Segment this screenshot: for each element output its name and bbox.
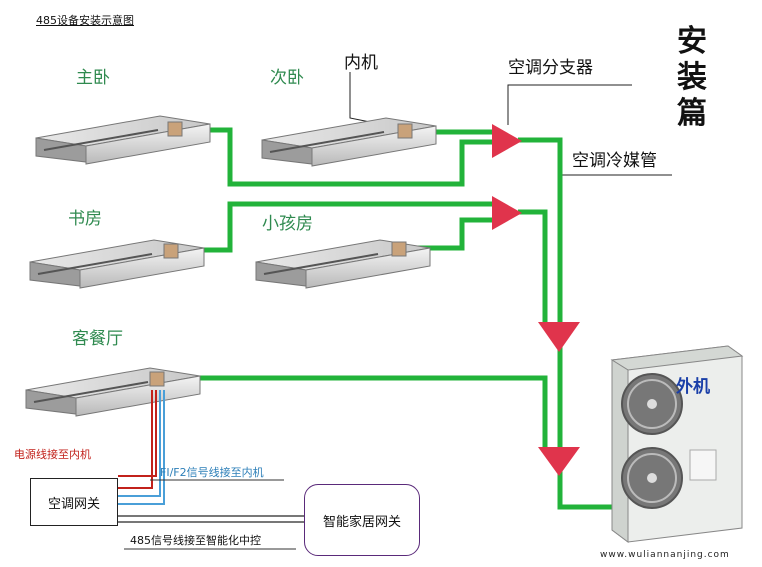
smart-home-gateway-label: 智能家居网关 — [322, 514, 401, 530]
ac-gateway-label: 空调网关 — [47, 496, 100, 512]
splitter-arrow — [538, 447, 580, 476]
indoor-unit-callout: 内机 — [344, 53, 378, 73]
pipe-to-outdoor — [557, 470, 615, 510]
indoor-unit-master — [35, 115, 211, 165]
indoor-unit-kids — [255, 239, 431, 289]
signal-wire-label: FI/F2信号线接至内机 — [160, 466, 264, 479]
side-title-char: 篇 — [677, 96, 707, 131]
indoor-unit-second — [261, 117, 437, 167]
splitter-leader-line — [507, 84, 632, 125]
room-label-kids: 小孩房 — [262, 214, 313, 234]
room-label-second: 次卧 — [270, 68, 304, 88]
pipe-study — [178, 201, 498, 253]
indoor-unit-living — [25, 367, 201, 417]
splitter-callout: 空调分支器 — [508, 58, 593, 78]
pipe-living — [178, 375, 548, 452]
indoor-unit-study — [29, 239, 205, 289]
rs485-wire-label: 485信号线接至智能化中控 — [130, 534, 261, 547]
refrigerant-leader-line — [561, 174, 672, 210]
signal-wire — [118, 390, 161, 497]
pipe-trunk-upper — [518, 137, 563, 328]
splitters — [492, 124, 580, 476]
side-title-char: 安 — [677, 24, 707, 59]
room-label-study: 书房 — [68, 209, 102, 229]
indoor-leader-line — [349, 72, 371, 123]
ac-gateway-box: 空调网关 — [30, 478, 118, 526]
room-label-living: 客餐厅 — [72, 329, 123, 349]
power-wire — [118, 390, 157, 477]
watermark-url: www.wuliannanjing.com — [600, 550, 730, 560]
diagram-title: 485设备安装示意图 — [36, 14, 134, 27]
power-wire-label: 电源线接至内机 — [14, 448, 91, 461]
wiring — [118, 390, 306, 523]
signal-wire — [118, 390, 165, 505]
side-title-char: 装 — [677, 60, 707, 95]
smart-home-gateway-box: 智能家居网关 — [304, 484, 420, 556]
outdoor-unit-label: 外机 — [676, 377, 710, 397]
pipe-master — [180, 127, 500, 187]
side-title: 安 装 篇 — [672, 24, 712, 132]
room-label-master: 主卧 — [76, 68, 110, 88]
pipe-trunk-lower — [518, 209, 548, 328]
pipe-kids — [405, 217, 498, 251]
refrigerant-pipes — [178, 127, 615, 510]
refrigerant-pipe-callout: 空调冷媒管 — [572, 151, 657, 171]
outdoor-unit — [610, 345, 744, 543]
power-wire — [118, 390, 153, 489]
splitter-arrow — [538, 322, 580, 352]
splitter-arrow — [492, 124, 522, 158]
splitter-arrow — [492, 196, 522, 230]
